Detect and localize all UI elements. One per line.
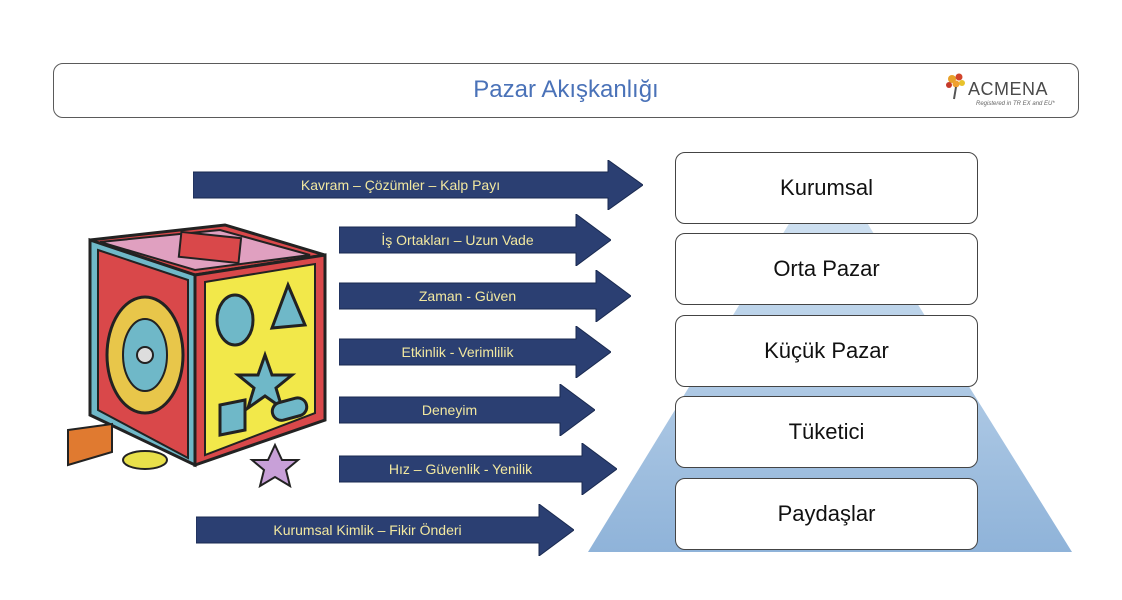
level-kucuk-pazar: Küçük Pazar xyxy=(675,315,978,387)
acmena-logo: ACMENA Registered in TR EX and EU* xyxy=(938,69,1068,113)
logo-flower-icon xyxy=(946,73,965,100)
arrow-is-ortaklari: İş Ortakları – Uzun Vade xyxy=(339,214,611,266)
arrow-label: Zaman - Güven xyxy=(418,288,517,304)
arrow-etkinlik: Etkinlik - Verimlilik xyxy=(339,326,611,378)
level-tuketici: Tüketici xyxy=(675,396,978,468)
arrow-deneyim: Deneyim xyxy=(339,384,595,436)
shape-sorter-toy-icon xyxy=(67,223,327,489)
arrow-hiz: Hız – Güvenlik - Yenilik xyxy=(339,443,617,495)
level-paydaslar: Paydaşlar xyxy=(675,478,978,550)
arrow-kurumsal-kimlik: Kurumsal Kimlik – Fikir Önderi xyxy=(196,504,574,556)
arrow-kavram: Kavram – Çözümler – Kalp Payı xyxy=(193,160,643,210)
arrow-label: Etkinlik - Verimlilik xyxy=(401,344,514,360)
level-orta-pazar: Orta Pazar xyxy=(675,233,978,305)
arrow-label: İş Ortakları – Uzun Vade xyxy=(381,232,534,248)
arrow-label: Deneyim xyxy=(421,402,478,418)
logo-text: ACMENA xyxy=(968,79,1049,99)
arrow-label: Kurumsal Kimlik – Fikir Önderi xyxy=(273,522,462,538)
arrow-zaman: Zaman - Güven xyxy=(339,270,631,322)
title-bar: Pazar Akışkanlığı ACMENA Registered in T… xyxy=(53,63,1079,118)
logo-tagline: Registered in TR EX and EU* xyxy=(976,101,1055,107)
arrow-label: Kavram – Çözümler – Kalp Payı xyxy=(300,177,501,193)
level-kurumsal: Kurumsal xyxy=(675,152,978,224)
page-title: Pazar Akışkanlığı xyxy=(473,76,659,103)
arrow-label: Hız – Güvenlik - Yenilik xyxy=(388,461,533,477)
